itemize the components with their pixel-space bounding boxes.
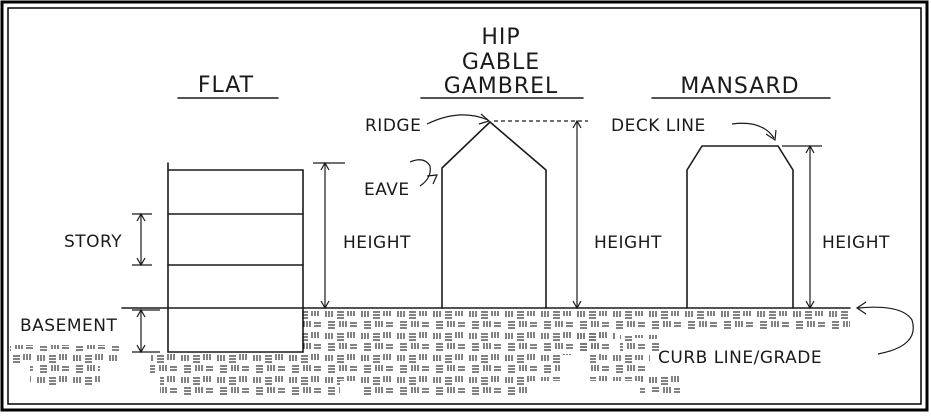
flat-building (167, 162, 304, 353)
mansard-building (686, 145, 794, 309)
story-label: STORY (64, 232, 122, 252)
height-label-mansard: HEIGHT (822, 233, 890, 253)
basement-dimension (132, 308, 160, 354)
mansard-title: MANSARD (680, 74, 799, 99)
gable-building (441, 121, 547, 309)
story-dimension (132, 212, 152, 267)
basement-label: BASEMENT (20, 316, 117, 336)
height-dimension-mansard (805, 144, 815, 310)
gambrel-title: GAMBREL (444, 74, 559, 99)
gable-title: GABLE (462, 50, 540, 75)
outer-frame (0, 0, 929, 412)
flat-title: FLAT (198, 73, 254, 98)
inner-frame (7, 7, 922, 405)
eave-arrow (409, 159, 431, 187)
hip-title: HIP (481, 25, 520, 50)
deck-line-arrow (731, 122, 775, 139)
ridge-arrow (426, 114, 489, 125)
deck-line-label: DECK LINE (611, 116, 706, 136)
height-label-gable: HEIGHT (594, 233, 662, 253)
curb-line-label: CURB LINE/GRADE (658, 348, 822, 368)
curb-line-arrow (857, 306, 914, 355)
ridge-label: RIDGE (365, 116, 421, 136)
height-dimension-flat (313, 161, 345, 310)
soil-texture (10, 311, 850, 398)
height-dimension-gable (572, 119, 582, 310)
eave-label: EAVE (364, 180, 410, 200)
height-label-flat: HEIGHT (343, 233, 411, 253)
